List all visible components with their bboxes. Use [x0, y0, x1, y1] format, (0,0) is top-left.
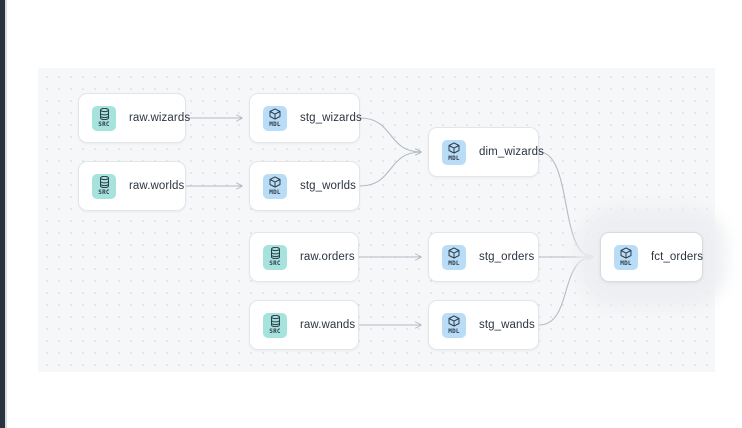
node-type-badge-mdl: MDL [442, 139, 466, 165]
left-rail [0, 0, 7, 428]
node-type-badge-label: SRC [269, 328, 281, 335]
node-label: stg_orders [479, 251, 535, 263]
node-label: fct_orders [651, 251, 704, 263]
graph-node-fct_orders[interactable]: MDL fct_orders [600, 232, 703, 282]
node-label: stg_worlds [300, 180, 356, 192]
node-type-badge-label: SRC [269, 260, 281, 267]
cube-icon [448, 315, 460, 327]
cube-icon [448, 142, 460, 154]
graph-node-raw_orders[interactable]: SRC raw.orders [249, 232, 359, 282]
node-type-badge-label: SRC [98, 189, 110, 196]
node-label: stg_wizards [300, 112, 362, 124]
cube-icon [448, 247, 460, 259]
node-label: raw.orders [300, 251, 355, 263]
node-label: dim_wizards [479, 146, 545, 158]
node-label: stg_wands [479, 319, 535, 331]
node-type-badge-label: MDL [448, 260, 460, 267]
node-type-badge-mdl: MDL [442, 244, 466, 270]
node-type-badge-label: MDL [448, 155, 460, 162]
database-icon [99, 108, 109, 120]
database-icon [270, 247, 280, 259]
cube-icon [269, 176, 281, 188]
node-type-badge-src: SRC [263, 312, 287, 338]
node-type-badge-mdl: MDL [263, 105, 287, 131]
graph-node-stg_wands[interactable]: MDL stg_wands [428, 300, 539, 350]
node-type-badge-mdl: MDL [614, 244, 638, 270]
node-type-badge-mdl: MDL [263, 173, 287, 199]
graph-node-stg_orders[interactable]: MDL stg_orders [428, 232, 539, 282]
database-icon [270, 315, 280, 327]
node-type-badge-label: MDL [269, 189, 281, 196]
node-label: raw.wands [300, 319, 356, 331]
cube-icon [269, 108, 281, 120]
cube-icon [620, 247, 632, 259]
graph-node-raw_wizards[interactable]: SRC raw.wizards [78, 93, 190, 143]
node-type-badge-mdl: MDL [442, 312, 466, 338]
graph-node-stg_wizards[interactable]: MDL stg_wizards [249, 93, 362, 143]
node-label: raw.wizards [129, 112, 191, 124]
graph-node-dim_wizards[interactable]: MDL dim_wizards [428, 127, 544, 177]
node-label: raw.worlds [129, 180, 185, 192]
node-type-badge-label: MDL [448, 328, 460, 335]
database-icon [99, 176, 109, 188]
node-type-badge-src: SRC [92, 105, 116, 131]
node-type-badge-label: MDL [269, 121, 281, 128]
graph-node-stg_worlds[interactable]: MDL stg_worlds [249, 161, 360, 211]
graph-node-raw_wands[interactable]: SRC raw.wands [249, 300, 359, 350]
graph-node-raw_worlds[interactable]: SRC raw.worlds [78, 161, 186, 211]
left-rail-divider [5, 0, 7, 428]
node-type-badge-src: SRC [92, 173, 116, 199]
node-type-badge-src: SRC [263, 244, 287, 270]
node-type-badge-label: MDL [620, 260, 632, 267]
node-type-badge-label: SRC [98, 121, 110, 128]
